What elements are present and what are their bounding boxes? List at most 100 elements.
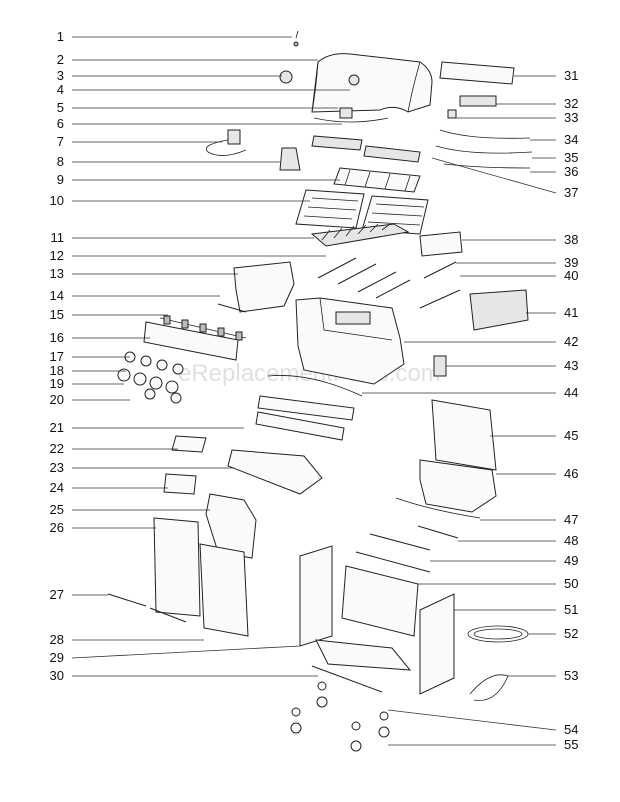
callout-8: 8 bbox=[57, 154, 64, 169]
callout-27: 27 bbox=[50, 587, 64, 602]
callout-21: 21 bbox=[50, 420, 64, 435]
part-13-heat-shield bbox=[233, 261, 295, 313]
part-53-regulator bbox=[469, 674, 509, 701]
part-3-thermometer bbox=[279, 70, 293, 84]
part-11-flavorizer-bars bbox=[310, 223, 410, 247]
part-7-igniter bbox=[205, 129, 247, 156]
part-22-tray bbox=[171, 435, 207, 453]
part-49-rail bbox=[369, 533, 431, 551]
callout-9: 9 bbox=[57, 172, 64, 187]
callout-37: 37 bbox=[564, 185, 578, 200]
part-40-part bbox=[419, 289, 461, 309]
part-26-door bbox=[153, 517, 201, 617]
callout-25: 25 bbox=[50, 502, 64, 517]
callout-7: 7 bbox=[57, 134, 64, 149]
part-51-side-panel bbox=[419, 593, 455, 695]
part-36-wire bbox=[443, 163, 531, 169]
part-30-bottom-shelf bbox=[315, 639, 412, 671]
part-8-bracket bbox=[279, 147, 301, 171]
callout-24: 24 bbox=[50, 480, 64, 495]
callout-54: 54 bbox=[564, 722, 578, 737]
part-50-back-panel bbox=[341, 565, 419, 637]
callout-17: 17 bbox=[50, 349, 64, 364]
part-33-part bbox=[447, 109, 457, 119]
callout-4: 4 bbox=[57, 82, 64, 97]
part-casters bbox=[290, 681, 390, 752]
callout-13: 13 bbox=[50, 266, 64, 281]
part-14-bar bbox=[217, 303, 247, 313]
callout-22: 22 bbox=[50, 441, 64, 456]
callout-16: 16 bbox=[50, 330, 64, 345]
part-12-burner-tubes bbox=[317, 257, 411, 299]
callout-42: 42 bbox=[564, 334, 578, 349]
callout-38: 38 bbox=[564, 232, 578, 247]
callout-49: 49 bbox=[564, 553, 578, 568]
part-15-valves bbox=[159, 315, 247, 341]
callout-15: 15 bbox=[50, 307, 64, 322]
callout-1: 1 bbox=[57, 29, 64, 44]
callout-50: 50 bbox=[564, 576, 578, 591]
callout-55: 55 bbox=[564, 737, 578, 752]
part-42-cookbox bbox=[295, 297, 405, 385]
callouts: 1234567891011121314151617181920212223242… bbox=[50, 29, 579, 752]
part-48-rail bbox=[417, 525, 459, 539]
part-9-warming-rack bbox=[333, 167, 421, 193]
callout-43: 43 bbox=[564, 358, 578, 373]
part-side-burner bbox=[419, 399, 497, 513]
callout-52: 52 bbox=[564, 626, 578, 641]
callout-30: 30 bbox=[50, 668, 64, 683]
part-49b-rail bbox=[355, 551, 431, 573]
callout-44: 44 bbox=[564, 385, 578, 400]
part-39-part bbox=[423, 261, 457, 279]
part-43-valve bbox=[433, 355, 447, 377]
callout-10: 10 bbox=[50, 193, 64, 208]
part-lid bbox=[311, 53, 433, 123]
callout-14: 14 bbox=[50, 288, 64, 303]
callout-36: 36 bbox=[564, 164, 578, 179]
callout-47: 47 bbox=[564, 512, 578, 527]
callout-48: 48 bbox=[564, 533, 578, 548]
callout-5: 5 bbox=[57, 100, 64, 115]
part-44-tube bbox=[267, 375, 363, 397]
part-1-screws bbox=[293, 30, 299, 47]
callout-53: 53 bbox=[564, 668, 578, 683]
part-10-grates bbox=[295, 189, 429, 235]
callout-46: 46 bbox=[564, 466, 578, 481]
callout-12: 12 bbox=[50, 248, 64, 263]
part-37-burner-set bbox=[311, 135, 421, 163]
part-30b-rail bbox=[311, 665, 383, 693]
callout-31: 31 bbox=[564, 68, 578, 83]
callout-40: 40 bbox=[564, 268, 578, 283]
callout-51: 51 bbox=[564, 602, 578, 617]
callout-23: 23 bbox=[50, 460, 64, 475]
part-21-rails bbox=[255, 395, 355, 441]
callout-32: 32 bbox=[564, 96, 578, 111]
callout-11: 11 bbox=[51, 230, 65, 245]
callout-3: 3 bbox=[57, 68, 64, 83]
callout-18: 18 bbox=[50, 363, 64, 378]
callout-33: 33 bbox=[564, 110, 578, 125]
callout-45: 45 bbox=[564, 428, 578, 443]
part-47-tube bbox=[395, 497, 481, 519]
callout-20: 20 bbox=[50, 392, 64, 407]
part-23-catch-pan bbox=[227, 449, 323, 495]
part-41-burner-base bbox=[469, 289, 529, 331]
callout-41: 41 bbox=[564, 305, 578, 320]
leader-line-54 bbox=[387, 709, 557, 731]
part-27-handles bbox=[107, 593, 187, 623]
part-28-door bbox=[199, 543, 249, 637]
part-25-box bbox=[205, 493, 257, 559]
part-38-part bbox=[419, 231, 463, 257]
callout-39: 39 bbox=[564, 255, 578, 270]
callout-29: 29 bbox=[50, 650, 64, 665]
part-knobs bbox=[117, 351, 184, 404]
part-35-wire bbox=[435, 145, 533, 154]
leader-line-29 bbox=[71, 645, 301, 659]
part-24-tray bbox=[163, 473, 197, 495]
part-34-wire bbox=[439, 129, 531, 139]
part-32-part bbox=[459, 95, 497, 107]
part-29-side-panel bbox=[299, 545, 333, 647]
leader-line-37 bbox=[431, 157, 557, 194]
callout-2: 2 bbox=[57, 52, 64, 67]
